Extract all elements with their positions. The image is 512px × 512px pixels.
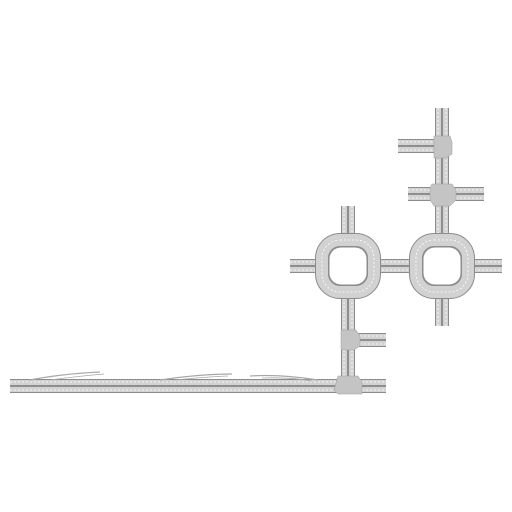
vertical-connector-north bbox=[435, 108, 449, 240]
highway-ramps bbox=[29, 371, 319, 382]
roundabout-right-east-road bbox=[470, 259, 502, 273]
main-highway bbox=[10, 379, 386, 393]
roundabout-left bbox=[315, 233, 381, 299]
junction-highway-south bbox=[333, 375, 363, 395]
roundabout-right bbox=[409, 233, 475, 299]
junction-t-north bbox=[433, 135, 453, 159]
junction-side-road bbox=[340, 329, 361, 351]
junction-crossroad bbox=[429, 183, 457, 207]
